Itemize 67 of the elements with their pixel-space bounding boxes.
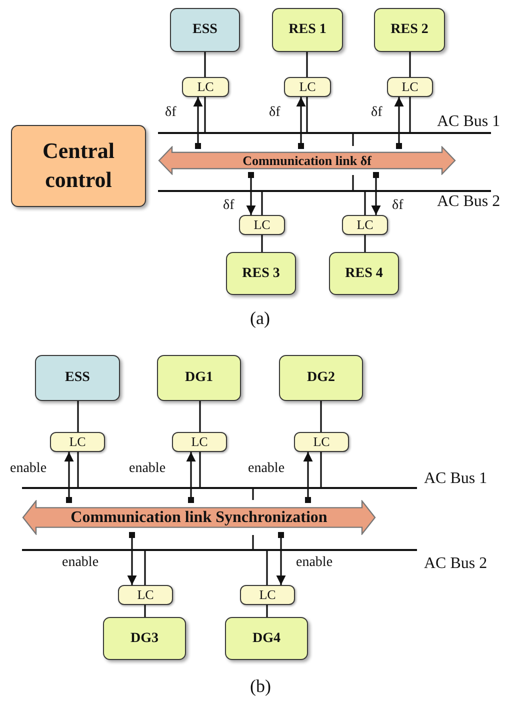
connector-line (409, 52, 411, 77)
connector-line (204, 97, 206, 133)
bus-label: AC Bus 2 (424, 555, 488, 573)
connector-line (409, 97, 411, 133)
bus-label: AC Bus 1 (424, 470, 488, 488)
unit-box: ESS (35, 355, 120, 401)
connector-line (352, 175, 354, 191)
signal-arrow (186, 452, 196, 504)
connector-line (252, 535, 254, 550)
connector-line (261, 235, 263, 252)
signal-arrow (371, 172, 381, 215)
connector-line (199, 452, 201, 488)
panel-label: (a) (250, 308, 270, 329)
unit-box: RES 4 (329, 252, 399, 295)
controller-box: LC (50, 432, 105, 452)
controller-box: LC (240, 585, 295, 605)
signal-arrow (276, 532, 286, 585)
signal-arrow (303, 452, 313, 504)
controller-box: LC (118, 585, 173, 605)
unit-box: DG3 (103, 617, 186, 660)
connector-line (364, 235, 366, 252)
connector-line (77, 401, 79, 432)
connector-line (306, 97, 308, 133)
signal-arrow (394, 97, 404, 150)
controller-box: LC (387, 77, 433, 97)
signal-arrow (127, 532, 137, 585)
link-label: Communication link Synchronization (70, 508, 328, 526)
unit-box: DG2 (279, 355, 363, 401)
signal-arrow (296, 97, 306, 150)
controller-box: LC (239, 215, 285, 235)
connector-line (320, 452, 322, 488)
control-box: Central control (11, 125, 146, 207)
unit-box: RES 2 (374, 8, 445, 52)
unit-box: ESS (170, 8, 240, 52)
connector-line (204, 52, 206, 77)
connector-line (306, 52, 308, 77)
connector-line (144, 605, 146, 617)
link-label: Communication link δf (242, 152, 372, 168)
controller-box: LC (182, 77, 229, 97)
connector-line (266, 605, 268, 617)
bus-line (158, 190, 491, 192)
bus-line (22, 549, 417, 551)
connector-line (77, 452, 79, 488)
controller-box: LC (172, 432, 227, 452)
panel-label: (b) (250, 676, 271, 697)
connector-line (364, 191, 366, 215)
controller-box: LC (294, 432, 349, 452)
signal-arrow (64, 452, 74, 504)
bus-line (158, 132, 491, 134)
connector-line (320, 401, 322, 432)
bus-label: AC Bus 2 (437, 193, 500, 211)
unit-box: DG4 (225, 617, 308, 660)
connector-line (252, 488, 254, 500)
unit-box: RES 1 (272, 8, 343, 52)
controller-box: LC (284, 77, 331, 97)
signal-arrow (193, 97, 203, 150)
bus-label: AC Bus 1 (437, 113, 500, 131)
controller-box: LC (342, 215, 388, 235)
signal-arrow (246, 172, 256, 215)
connector-line (144, 550, 146, 585)
connector-line (266, 550, 268, 585)
bus-line (22, 487, 417, 489)
unit-box: RES 3 (226, 252, 296, 295)
connector-line (261, 191, 263, 215)
connector-line (199, 401, 201, 432)
unit-box: DG1 (157, 355, 241, 401)
connector-line (352, 133, 354, 146)
